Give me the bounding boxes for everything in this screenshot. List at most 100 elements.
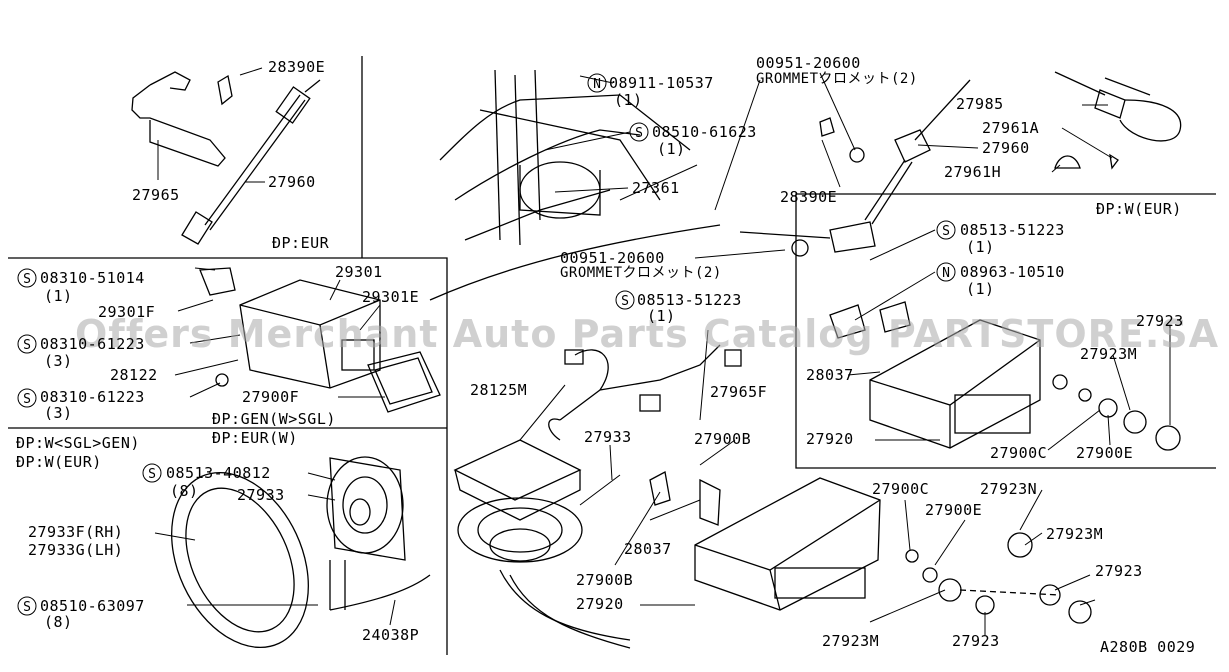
- label-27900B-b: 27900B: [576, 571, 634, 589]
- label-27965: 27965: [132, 186, 180, 204]
- label-27923M-a: 27923M: [822, 632, 880, 650]
- label-27923N: 27923N: [980, 480, 1038, 498]
- label-24038P: 24038P: [362, 626, 420, 644]
- antenna-rod-assembly: [131, 71, 321, 245]
- figure-code: A280B 0029: [1100, 638, 1196, 656]
- s-marker-6: S: [629, 122, 649, 142]
- label-28390E-b: 28390E: [780, 188, 838, 206]
- label-27923-a: 27923: [952, 632, 1000, 650]
- label-28125M: 28125M: [470, 381, 528, 399]
- svg-text:N: N: [942, 266, 950, 281]
- s-marker-7: S: [615, 290, 635, 310]
- qty-8-b: (8): [44, 613, 73, 631]
- label-00951-20600-mid: 00951-20600: [560, 249, 665, 267]
- label-08510-63097: 08510-63097: [40, 597, 145, 615]
- label-29301: 29301: [335, 263, 383, 281]
- knobs-center: [905, 532, 1092, 624]
- qty-1-a: (1): [44, 287, 73, 305]
- s-marker-2: S: [17, 334, 37, 354]
- radio-29301: [199, 267, 441, 413]
- label-08510-61623: 08510-61623: [652, 123, 757, 141]
- svg-text:S: S: [23, 338, 31, 353]
- label-grommet-top: GROMMETクロメット(2): [756, 71, 918, 87]
- feeder-cable: [1054, 71, 1182, 170]
- option-ep-eur-w: ÐP:EUR(W): [212, 429, 298, 447]
- label-27923M-b: 27923M: [1046, 525, 1104, 543]
- option-ep-eur-a: ÐP:EUR: [272, 234, 330, 252]
- option-ep-w-eur-b: ÐP:W(EUR): [1096, 200, 1182, 218]
- qty-1-f: (1): [966, 280, 995, 298]
- label-27923-b: 27923: [1095, 562, 1143, 580]
- svg-text:N: N: [593, 77, 601, 92]
- label-27900C-a: 27900C: [872, 480, 930, 498]
- speaker-ring: [171, 471, 309, 649]
- label-28037-a: 28037: [624, 540, 672, 558]
- label-27933-a: 27933: [237, 486, 285, 504]
- option-ep-w-eur-a: ÐP:W(EUR): [16, 453, 102, 471]
- svg-text:S: S: [23, 600, 31, 615]
- label-28390E-a: 28390E: [268, 58, 326, 76]
- wiring-harness: [548, 344, 742, 441]
- svg-text:S: S: [942, 224, 950, 239]
- label-08513-40812: 08513-40812: [166, 464, 271, 482]
- label-27900E-a: 27900E: [925, 501, 983, 519]
- s-marker-5: S: [17, 596, 37, 616]
- qty-3-b: (3): [44, 404, 73, 422]
- label-27960-a: 27960: [268, 173, 316, 191]
- power-antenna: [739, 79, 971, 257]
- leader-lines: [154, 67, 1171, 635]
- label-28122: 28122: [110, 366, 158, 384]
- label-08310-61223-a: 08310-61223: [40, 335, 145, 353]
- dashed-link: [959, 589, 1061, 596]
- label-08310-51014: 08310-51014: [40, 269, 145, 287]
- n-marker-1: N: [587, 73, 607, 93]
- s-marker-3: S: [17, 388, 37, 408]
- right-panel-border: [795, 193, 1216, 469]
- label-27900E-b: 27900E: [1076, 444, 1134, 462]
- label-08513-51223-b: 08513-51223: [960, 221, 1065, 239]
- label-27933F: 27933F(RH): [28, 523, 124, 541]
- s-marker-8: S: [936, 220, 956, 240]
- n-marker-2: N: [936, 262, 956, 282]
- radio-27920-right: [829, 301, 1041, 449]
- label-27920-b: 27920: [806, 430, 854, 448]
- label-27985: 27985: [956, 95, 1004, 113]
- label-08513-51223-a: 08513-51223: [637, 291, 742, 309]
- label-28037-b: 28037: [806, 366, 854, 384]
- svg-text:S: S: [635, 126, 643, 141]
- qty-1-c: (1): [657, 140, 686, 158]
- s-marker-1: S: [17, 268, 37, 288]
- knobs-right: [1052, 374, 1181, 451]
- qty-8-a: (8): [170, 482, 199, 500]
- speaker-28125M: [453, 439, 631, 649]
- watermark: Offers Merchant Auto Parts Catalog PARTS…: [75, 312, 1220, 356]
- vehicle-body-outline: [429, 69, 721, 301]
- s-marker-4: S: [142, 463, 162, 483]
- qty-3-a: (3): [44, 352, 73, 370]
- svg-text:S: S: [23, 392, 31, 407]
- svg-text:S: S: [148, 467, 156, 482]
- label-27900F: 27900F: [242, 388, 300, 406]
- label-29301E: 29301E: [362, 288, 420, 306]
- label-27920-a: 27920: [576, 595, 624, 613]
- option-ep-w-sgl: ÐP:W<SGL>GEN): [16, 434, 140, 452]
- speaker-cable-24038P: [329, 560, 431, 611]
- label-08911-10537: 08911-10537: [609, 74, 714, 92]
- qty-1-e: (1): [966, 238, 995, 256]
- speaker-27933: [326, 456, 406, 561]
- label-08310-61223-b: 08310-61223: [40, 388, 145, 406]
- label-08963-10510: 08963-10510: [960, 263, 1065, 281]
- svg-text:S: S: [23, 272, 31, 287]
- label-00951-20600-top: 00951-20600: [756, 54, 861, 72]
- label-27361: 27361: [632, 179, 680, 197]
- label-27960-b: 27960: [982, 139, 1030, 157]
- svg-text:S: S: [621, 294, 629, 309]
- label-27933-b: 27933: [584, 428, 632, 446]
- label-27961A: 27961A: [982, 119, 1040, 137]
- option-ep-gen: ÐP:GEN(W>SGL): [212, 410, 336, 428]
- label-27933G: 27933G(LH): [28, 541, 124, 559]
- label-27923M-c: 27923M: [1080, 345, 1138, 363]
- label-27965F: 27965F: [710, 383, 768, 401]
- label-27900B-a: 27900B: [694, 430, 752, 448]
